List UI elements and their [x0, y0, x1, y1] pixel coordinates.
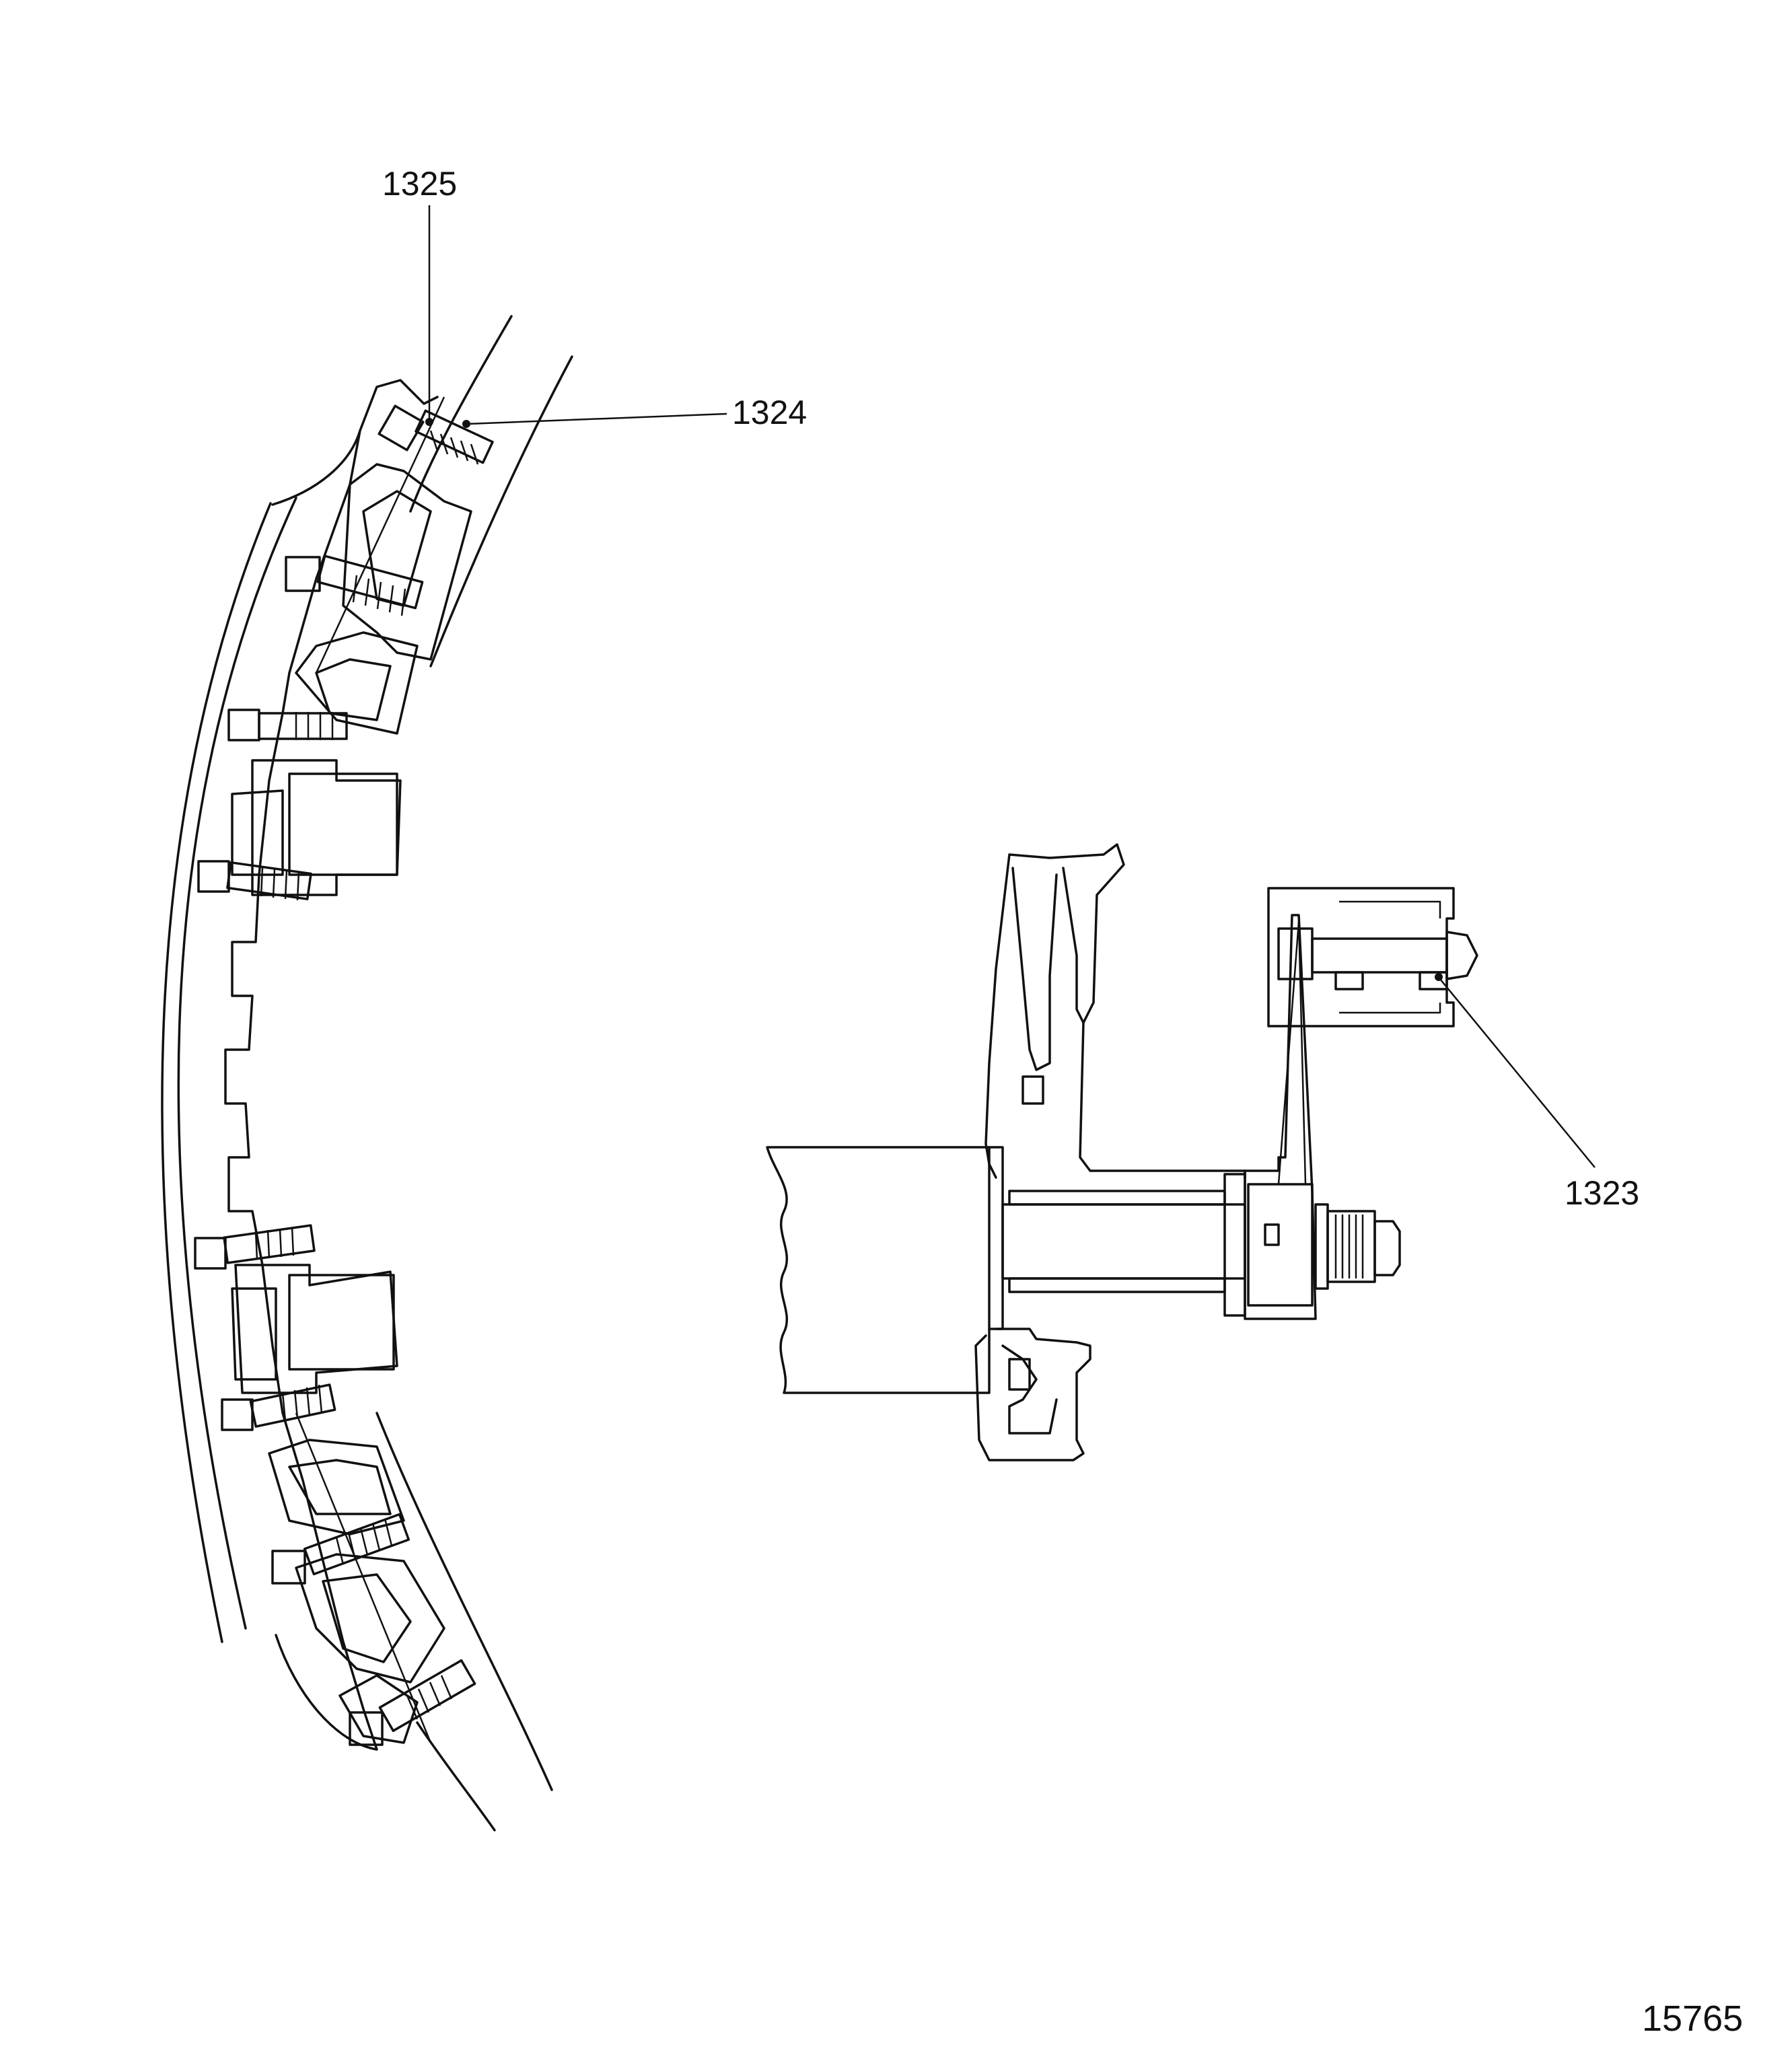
bolt-5 — [194, 1224, 316, 1270]
pin-collar-left — [1334, 971, 1364, 990]
bolt-1325 — [378, 404, 494, 465]
flange-notch — [1008, 1358, 1031, 1391]
shaft — [1001, 1203, 1246, 1280]
bolt-3 — [227, 709, 348, 742]
flange — [988, 1146, 1004, 1330]
pocket-set-upper — [295, 463, 472, 735]
callout-label-1325: 1325 — [382, 165, 457, 203]
pocket-set-lower — [268, 1439, 445, 1744]
shaft-collar-bottom — [1008, 1277, 1226, 1293]
callout-label-1324: 1324 — [732, 394, 807, 431]
inner-guide-arc-bottom — [375, 1412, 553, 1791]
tie-rod-lower — [295, 1412, 432, 1743]
bracket-plate — [1244, 914, 1317, 1320]
callout-1324: 1324 — [462, 394, 807, 431]
nut — [1326, 1210, 1376, 1283]
bolt-8 — [349, 1659, 476, 1746]
pin-head-right — [1445, 931, 1478, 980]
upper-bracket-inner — [1339, 900, 1441, 1014]
shaft-collar-top — [1008, 1190, 1226, 1206]
inner-guide-arc-top-2 — [409, 315, 513, 513]
ring-segment-view — [161, 315, 573, 1832]
figure-number: 15765 — [1642, 1998, 1743, 2039]
callout-1325: 1325 — [382, 165, 457, 426]
inner-guide-arc-top — [429, 355, 573, 667]
pin-body — [1311, 937, 1448, 974]
washer — [1314, 1203, 1329, 1290]
bracket-hub — [1247, 1183, 1314, 1307]
upper-bracket-box — [1267, 887, 1455, 1027]
shaft-block — [766, 1146, 991, 1394]
bolt-2 — [285, 554, 424, 616]
bolt-4 — [197, 860, 312, 901]
flange-lower — [974, 1328, 1091, 1461]
housing-inner-1 — [1011, 867, 1058, 1071]
housing-column — [984, 843, 1246, 1179]
outer-ring-arc-inner — [161, 502, 272, 1643]
bolt-7 — [271, 1513, 410, 1585]
callout-label-1323: 1323 — [1565, 1174, 1639, 1212]
pin-head-left — [1277, 927, 1314, 980]
shaft-section-view — [766, 843, 1478, 1461]
outer-ring-arc — [177, 497, 297, 1630]
inner-guide-arc-bottom-2 — [416, 1721, 496, 1832]
nut-cap — [1373, 1220, 1401, 1276]
shaft-sleeve-left — [1223, 1173, 1246, 1317]
flange-lower-inner — [1001, 1344, 1058, 1435]
pin-collar-right — [1419, 971, 1448, 990]
nut-knurl — [1334, 1215, 1364, 1278]
callout-1323: 1323 — [1435, 973, 1639, 1212]
ring-body-profile — [224, 379, 439, 1751]
bearing-block-upper — [231, 759, 402, 896]
housing-notch — [1022, 1075, 1044, 1105]
bearing-block-lower — [231, 1264, 398, 1394]
tie-rod-upper — [315, 396, 445, 674]
bracket-hub-notch — [1264, 1223, 1280, 1246]
housing-inner-2 — [1062, 867, 1085, 1024]
